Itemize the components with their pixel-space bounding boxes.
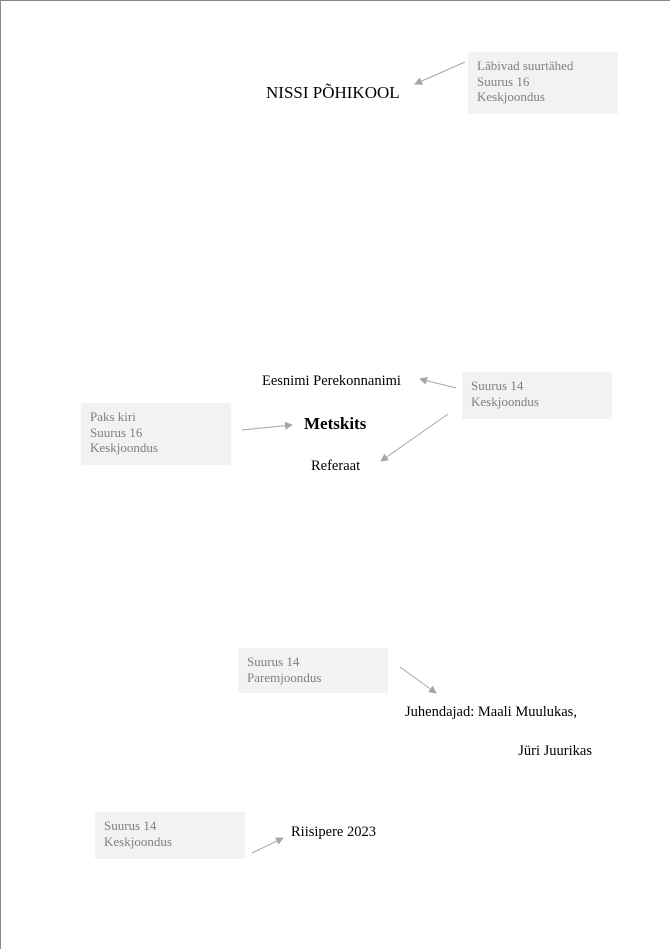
author-name: Eesnimi Perekonnanimi — [262, 373, 401, 389]
arrow — [414, 61, 466, 85]
note-author-type: Suurus 14 Keskjoondus — [462, 372, 612, 419]
arrow — [380, 413, 449, 462]
place-year: Riisipere 2023 — [291, 824, 376, 840]
note-line: Suurus 14 — [247, 654, 300, 669]
note-line: Keskjoondus — [104, 833, 172, 849]
note-line: Keskjoondus — [477, 89, 545, 104]
note-line: Suurus 16 — [477, 73, 530, 89]
note-line: Keskjoondus — [90, 440, 158, 455]
school-name: NISSI PÕHIKOOL — [266, 83, 400, 102]
note-line: Suurus 14 — [471, 378, 524, 393]
note-line: Suurus 14 — [104, 818, 157, 833]
note-school: Läbivad suurtähed Suurus 16 Keskjoondus — [468, 52, 618, 114]
arrow — [419, 376, 457, 389]
note-line: Läbivad suurtähed — [477, 58, 574, 73]
supervisors-line-2: Jüri Juurikas — [518, 743, 592, 759]
note-line: Suurus 16 — [90, 424, 143, 440]
note-title: Paks kiri Suurus 16 Keskjoondus — [81, 403, 231, 465]
document-type: Referaat — [311, 458, 361, 474]
note-line: Keskjoondus — [471, 393, 539, 409]
arrow — [251, 837, 284, 854]
note-place-year: Suurus 14 Keskjoondus — [95, 812, 245, 859]
note-line: Paks kiri — [90, 409, 136, 424]
arrow — [399, 666, 437, 694]
arrow — [241, 421, 293, 431]
document-title: Metskits — [304, 414, 367, 433]
note-supervisors: Suurus 14 Paremjoondus — [238, 648, 388, 693]
note-line: Paremjoondus — [247, 669, 322, 685]
supervisors-line-1: Juhendajad: Maali Muulukas, — [405, 704, 577, 720]
